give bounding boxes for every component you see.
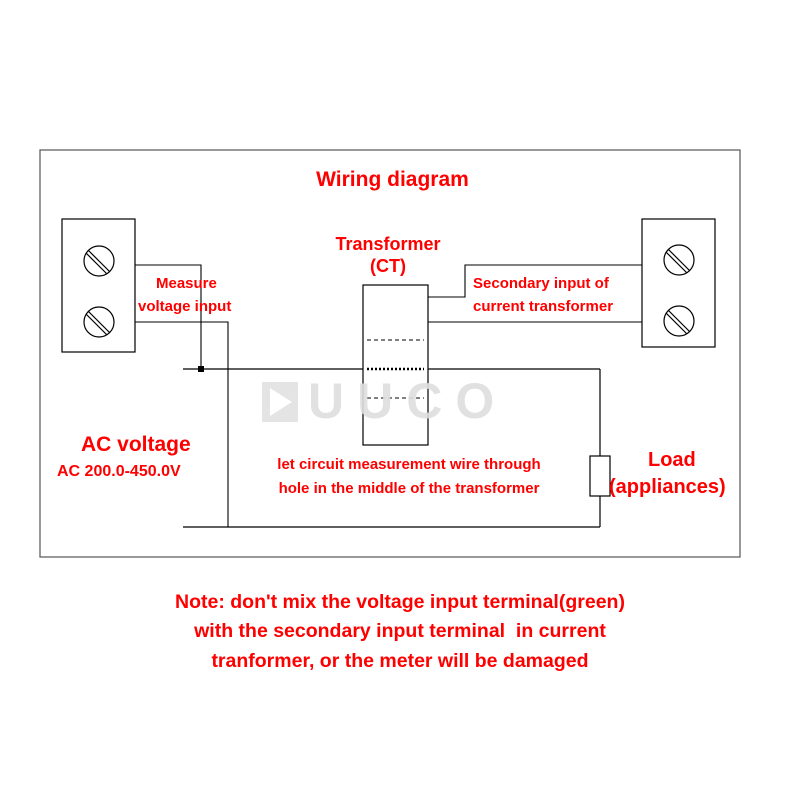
screw-terminal-icon [663,244,695,276]
watermark-text: UUCO [308,373,508,429]
load-resistor-icon [589,455,611,497]
secondary-label-line2: current transformer [473,298,614,316]
ac-voltage-label: AC voltage [81,433,191,456]
transformer-label: Transformer (CT) [318,234,458,277]
note-line1: Note: don't mix the voltage input termin… [175,591,625,613]
screw-terminal-icon [83,306,115,338]
secondary-input-label: Secondary input of current transformer [473,272,613,319]
current-transformer [362,284,429,446]
note-line2: with the secondary input terminal in cur… [194,620,606,643]
load-label: Load [648,449,696,471]
transformer-subtitle: (CT) [370,255,406,276]
warning-note: Note: don't mix the voltage input termin… [0,588,800,676]
diagram-title: Wiring diagram [316,168,469,191]
circuit-note-line2: hole in the middle of the transformer [278,480,540,497]
appliances-label: (appliances) [609,476,726,498]
circuit-note-line1: let circuit measurement wire through [277,456,541,473]
ac-voltage-range: AC 200.0-450.0V [57,463,181,480]
transformer-title: Transformer [335,234,441,254]
watermark-logo [262,382,298,422]
screw-terminal-icon [83,245,115,277]
ct-secondary-wire-upper [428,264,642,298]
voltage-wire-upper [135,264,202,369]
note-line3: tranformer, or the meter will be damaged [211,649,589,672]
diagram-frame [39,149,741,558]
voltage-wire-lower [135,321,229,527]
screw-terminal-icon [663,305,695,337]
circuit-wire-note: let circuit measurement wire through hol… [234,453,584,501]
measure-voltage-label: Measure voltage input [138,272,231,319]
measure-label-line2: voltage input [138,298,232,316]
measure-label-line1: Measure [156,275,217,292]
secondary-label-line1: Secondary input of [473,275,609,292]
